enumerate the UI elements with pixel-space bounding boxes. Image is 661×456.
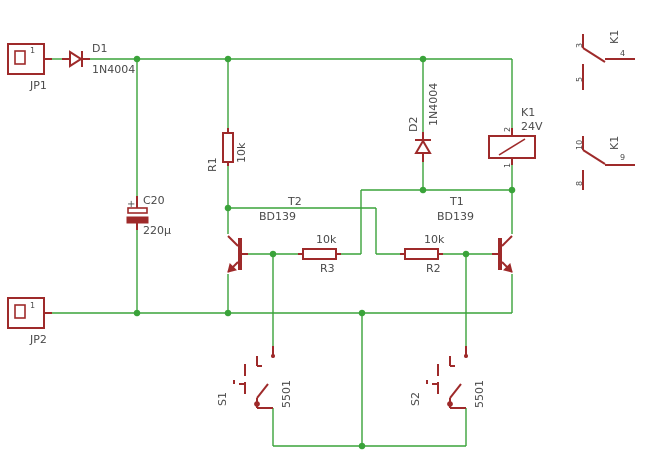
r1-value: 10k xyxy=(235,142,248,163)
r1-name: R1 xyxy=(206,157,219,172)
k1b-name: K1 xyxy=(608,30,621,44)
junctions xyxy=(133,55,516,450)
connector-jp1: 1 JP1 xyxy=(7,43,52,92)
c20-plus: + xyxy=(127,199,135,210)
r2-value: 10k xyxy=(424,233,445,246)
k1-value: 24V xyxy=(521,120,543,133)
relay-k1-contact-b: 10 9 8 K1 xyxy=(575,136,635,190)
resistor-r3: 10k R3 xyxy=(298,233,341,275)
connector-jp2: 1 JP2 xyxy=(7,297,52,346)
s1-value: 5501 xyxy=(280,380,293,408)
transistor-t2: T2 BD139 xyxy=(227,195,302,273)
d2-value: 1N4004 xyxy=(427,83,440,126)
diode-d1: D1 1N4004 xyxy=(62,42,135,76)
k1c-pin9: 9 xyxy=(620,153,625,162)
d2-name: D2 xyxy=(407,117,420,132)
capacitor-c20: + C20 220µ xyxy=(126,194,171,237)
t1-value: BD139 xyxy=(437,210,474,223)
r3-value: 10k xyxy=(316,233,337,246)
k1-name: K1 xyxy=(521,106,535,119)
diode-d2: D2 1N4004 xyxy=(407,83,440,162)
d1-value: 1N4004 xyxy=(92,63,135,76)
t2-value: BD139 xyxy=(259,210,296,223)
k1b-pin4: 4 xyxy=(620,49,625,58)
k1-pin1: 1 xyxy=(503,163,512,168)
s2-name: S2 xyxy=(409,392,422,406)
s2-value: 5501 xyxy=(473,380,486,408)
k1b-pin5: 5 xyxy=(575,77,584,82)
k1-pin2: 2 xyxy=(503,127,512,132)
wires xyxy=(52,58,513,447)
t2-name: T2 xyxy=(287,195,302,208)
resistor-r2: 10k R2 xyxy=(400,233,445,275)
jp1-label: JP1 xyxy=(29,79,47,92)
k1c-pin8: 8 xyxy=(575,181,584,186)
k1c-pin10: 10 xyxy=(575,140,584,150)
d1-name: D1 xyxy=(92,42,107,55)
jp1-pin-label: 1 xyxy=(30,46,35,55)
k1c-name: K1 xyxy=(608,136,621,150)
relay-k1-contact-a: 3 4 5 K1 xyxy=(575,30,635,90)
c20-name: C20 xyxy=(143,194,165,207)
jp2-label: JP2 xyxy=(29,333,47,346)
switch-s1: S1 5501 xyxy=(216,346,293,409)
c20-value: 220µ xyxy=(143,224,171,237)
k1b-pin3: 3 xyxy=(575,43,584,48)
r3-name: R3 xyxy=(320,262,335,275)
t1-name: T1 xyxy=(449,195,464,208)
transistor-t1: T1 BD139 xyxy=(437,195,513,273)
relay-k1-coil: 2 1 K1 24V xyxy=(488,106,543,168)
jp2-pin-label: 1 xyxy=(30,301,35,310)
s1-name: S1 xyxy=(216,392,229,406)
resistor-r1: R1 10k xyxy=(206,128,248,172)
r2-name: R2 xyxy=(426,262,441,275)
switch-s2: S2 5501 xyxy=(409,346,486,409)
